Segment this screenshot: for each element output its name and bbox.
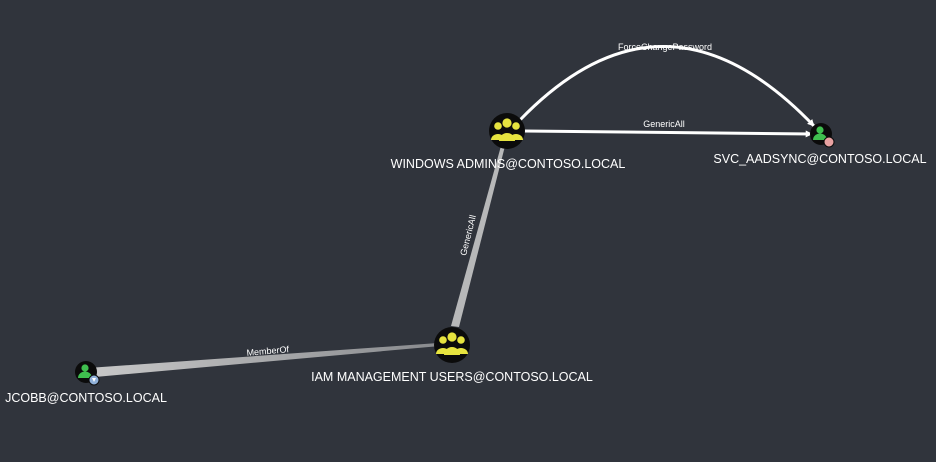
node-label-svc-aadsync: SVC_AADSYNC@CONTOSO.LOCAL [713,152,926,166]
user-icon [78,364,92,378]
node-windows-admins[interactable]: WINDOWS ADMINS@CONTOSO.LOCAL [391,113,626,171]
node-jcobb[interactable]: JCOBB@CONTOSO.LOCAL [5,361,167,405]
nodes-layer: WINDOWS ADMINS@CONTOSO.LOCAL SVC_AADSYNC… [5,113,927,405]
edge-generic-all-iam[interactable]: GenericAll [451,146,505,327]
node-label-windows-admins: WINDOWS ADMINS@CONTOSO.LOCAL [391,157,626,171]
owned-badge [88,374,100,386]
group-icon [491,118,523,141]
edge-force-change-password[interactable]: ForceChangePassword [518,42,816,128]
edge-label-member-of: MemberOf [246,344,290,358]
user-icon [813,126,827,140]
node-label-iam-management-users: IAM MANAGEMENT USERS@CONTOSO.LOCAL [311,370,593,384]
edge-generic-all-svc[interactable]: GenericAll [523,119,813,138]
group-icon [436,332,468,355]
edge-member-of[interactable]: MemberOf [88,343,440,377]
edges-layer: MemberOf GenericAll GenericAll ForceChan… [88,42,816,377]
node-iam-management-users[interactable]: IAM MANAGEMENT USERS@CONTOSO.LOCAL [311,327,593,384]
high-value-badge [823,136,835,148]
edge-label-force-change-password: ForceChangePassword [618,42,712,52]
node-label-jcobb: JCOBB@CONTOSO.LOCAL [5,391,167,405]
edge-label-generic-all-svc: GenericAll [643,119,685,129]
node-svc-aadsync[interactable]: SVC_AADSYNC@CONTOSO.LOCAL [713,123,927,166]
